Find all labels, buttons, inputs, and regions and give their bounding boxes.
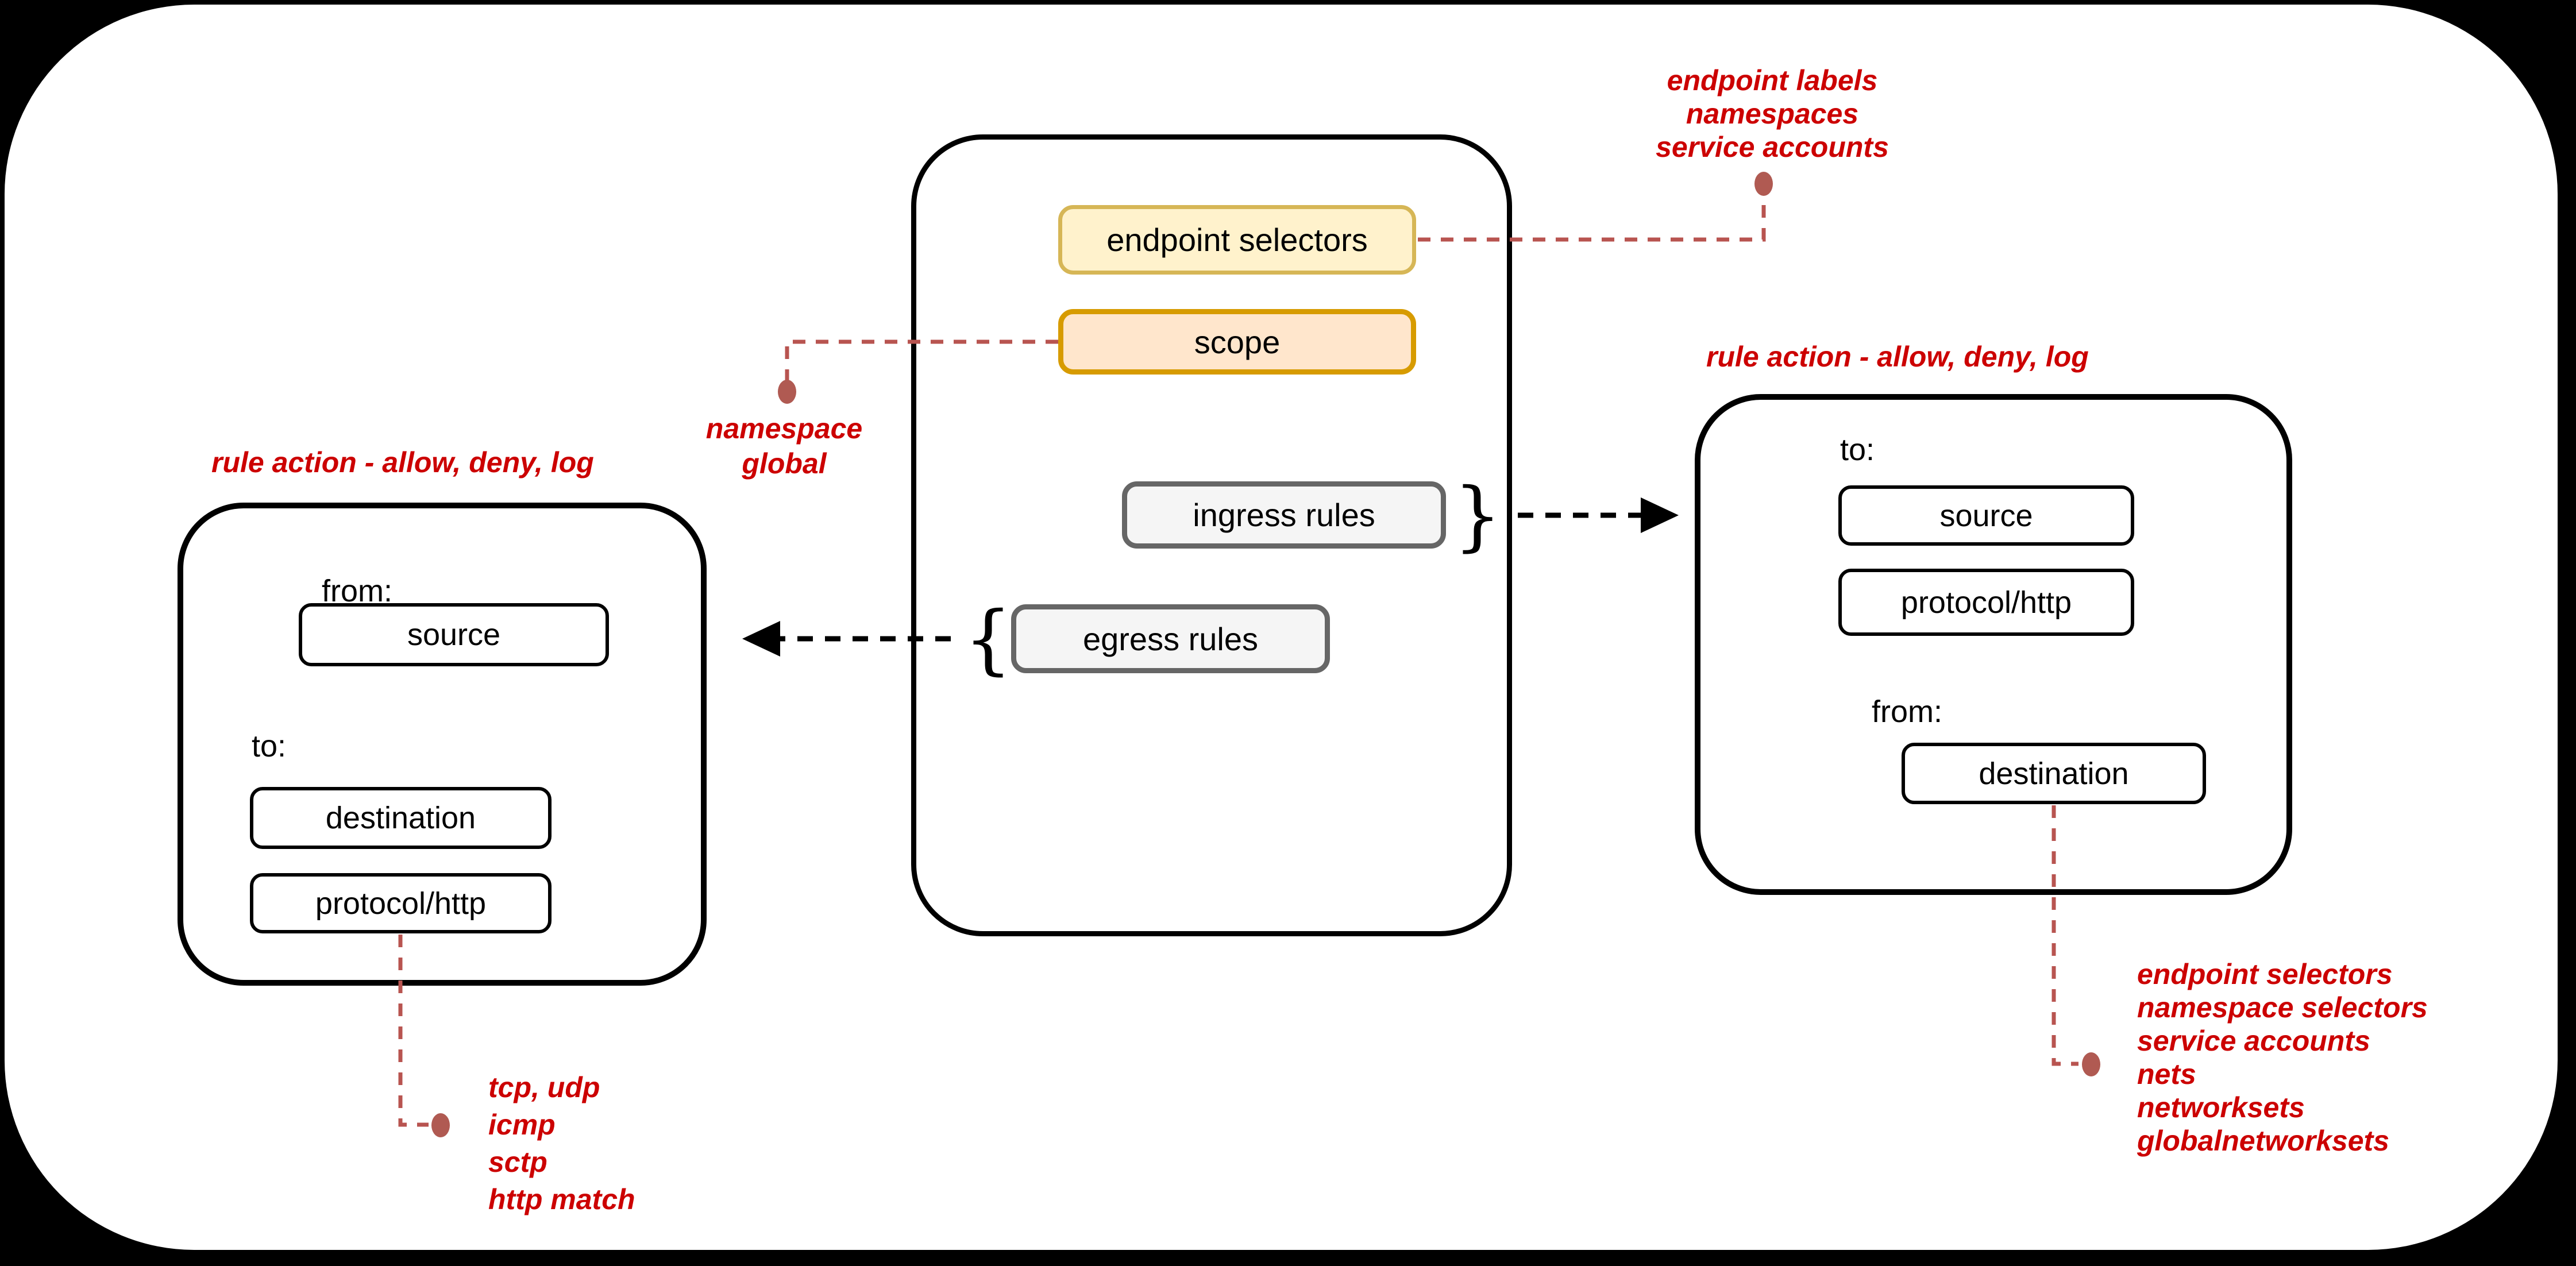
- ingress-brace: }: [1453, 472, 1502, 560]
- ingress-destination-label: destination: [1979, 756, 2129, 791]
- egress-protocol-label: protocol/http: [315, 886, 487, 921]
- scope-note: namespace global: [705, 412, 863, 480]
- egress-destination-box: destination: [250, 787, 552, 849]
- ingress-rules-label: ingress rules: [1193, 497, 1375, 533]
- ingress-rule-title: rule action - allow, deny, log: [1706, 341, 2089, 373]
- scope-label: scope: [1194, 323, 1281, 360]
- ingress-rule-container: [1695, 394, 2292, 895]
- egress-rules-label: egress rules: [1082, 620, 1259, 657]
- endpoint-selectors-label: endpoint selectors: [1106, 222, 1368, 258]
- protocol-note: tcp, udp icmp sctp http match: [488, 1071, 635, 1215]
- egress-source-label: source: [407, 617, 501, 652]
- egress-from-label: from:: [322, 574, 393, 608]
- ingress-to-label: to:: [1840, 433, 1875, 467]
- egress-destination-label: destination: [325, 801, 476, 835]
- ingress-destination-box: destination: [1902, 743, 2206, 804]
- ingress-source-label: source: [1939, 498, 2033, 533]
- ingress-protocol-label: protocol/http: [1900, 585, 2072, 620]
- ingress-protocol-box: protocol/http: [1838, 569, 2134, 636]
- egress-rules-box: egress rules: [1011, 604, 1330, 673]
- ingress-source-box: source: [1838, 485, 2134, 546]
- endpoint-selectors-box: endpoint selectors: [1058, 205, 1416, 275]
- egress-protocol-box: protocol/http: [250, 873, 552, 933]
- egress-to-label: to:: [252, 729, 287, 763]
- ingress-rules-box: ingress rules: [1122, 481, 1446, 549]
- endpoint-selectors-note: endpoint labels namespaces service accou…: [1656, 64, 1889, 163]
- destination-note: endpoint selectors namespace selectors s…: [2137, 958, 2428, 1157]
- ingress-from-label: from:: [1872, 694, 1943, 729]
- egress-rule-title: rule action - allow, deny, log: [211, 446, 594, 478]
- egress-source-box: source: [299, 603, 609, 666]
- scope-box: scope: [1058, 309, 1416, 375]
- egress-brace: {: [964, 595, 1012, 684]
